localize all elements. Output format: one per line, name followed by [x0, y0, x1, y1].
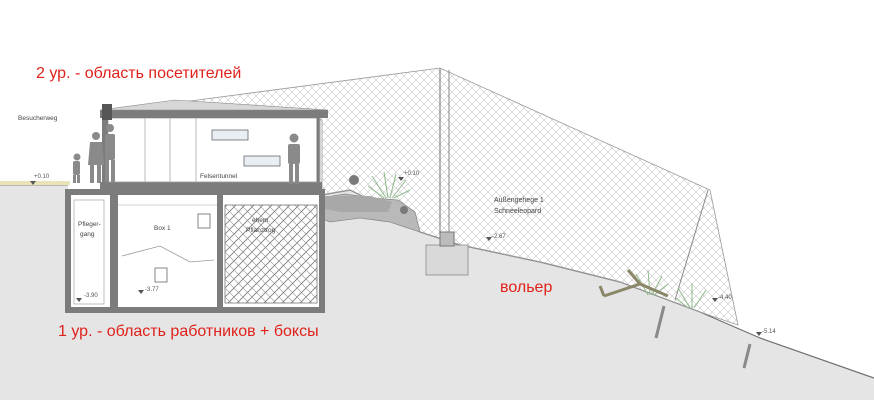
tunnel-floor-slab: [100, 182, 322, 192]
ground: [0, 185, 874, 400]
grass-clump-1: [367, 171, 411, 199]
label-box1: Box 1: [154, 225, 171, 232]
tunnel-window-1: [211, 129, 249, 141]
label-former-planter-2: Pflanztrog: [246, 227, 276, 234]
roof-cap: [102, 104, 112, 120]
svg-text:-5.14: -5.14: [762, 329, 776, 335]
visitor-path-strip: [0, 181, 70, 185]
elevation-marker-far: -5.14: [756, 329, 776, 336]
mast-foundation: [425, 244, 469, 276]
tunnel-fill: [107, 117, 321, 183]
label-rock-tunnel: Felsentunnel: [200, 173, 238, 180]
grass-clump-3: [675, 284, 707, 309]
elevation-marker-keeper: -3.90: [76, 293, 98, 302]
box-hatch-1: [197, 213, 211, 229]
fence-post: [654, 305, 666, 339]
roof-glass: [99, 99, 329, 111]
tunnel-window-2: [243, 155, 281, 167]
corridor-inner: [73, 199, 105, 305]
box-hatch-2: [154, 267, 168, 283]
label-former-planter-1: ehem.: [252, 217, 270, 224]
keeper-person: [288, 133, 300, 184]
animal-silhouette-1: [349, 175, 359, 185]
visitor-people: [73, 124, 115, 183]
svg-text:-4.40: -4.40: [718, 295, 732, 301]
label-outdoor-2: Schneeleopard: [494, 208, 541, 215]
svg-text:+0.10: +0.10: [34, 174, 50, 180]
mesh-post-right: [674, 189, 709, 301]
planter-area-cross: [225, 205, 317, 303]
fallen-tree: [598, 269, 669, 298]
box-ramp: [121, 245, 215, 263]
annotation-level1: 1 ур. - область работников + боксы: [58, 323, 319, 340]
svg-text:+0.10: +0.10: [404, 171, 420, 177]
svg-text:-3.77: -3.77: [145, 287, 159, 293]
elevation-marker-enclosure: -2.67: [486, 234, 506, 241]
mast-base: [439, 231, 455, 247]
annotation-enclosure: вольер: [500, 279, 552, 296]
elevation-marker-tunnel: +0.10: [398, 171, 420, 181]
elevation-marker-visitor: +0.10: [30, 174, 50, 185]
tunnel-roof: [100, 110, 328, 118]
svg-text:-3.90: -3.90: [84, 293, 98, 299]
elevation-marker-box: -3.77: [138, 287, 159, 294]
label-outdoor-1: Außengehege 1: [494, 197, 544, 204]
fence-post-2: [742, 343, 752, 369]
keeper-corridor-wall: [110, 192, 118, 310]
rock-top: [320, 196, 392, 212]
label-visitor-path: Besucherweg: [18, 115, 58, 122]
animal-silhouette-2: [400, 206, 408, 214]
elevation-marker-enclosure-right: -4.40: [712, 295, 732, 302]
box-wall: [217, 192, 223, 310]
annotation-level2: 2 ур. - область посетителей: [36, 65, 241, 82]
label-keeper-corridor-1: Pfleger-: [78, 221, 101, 228]
label-keeper-corridor-2: gang: [80, 231, 95, 238]
svg-text:-2.67: -2.67: [492, 234, 506, 240]
